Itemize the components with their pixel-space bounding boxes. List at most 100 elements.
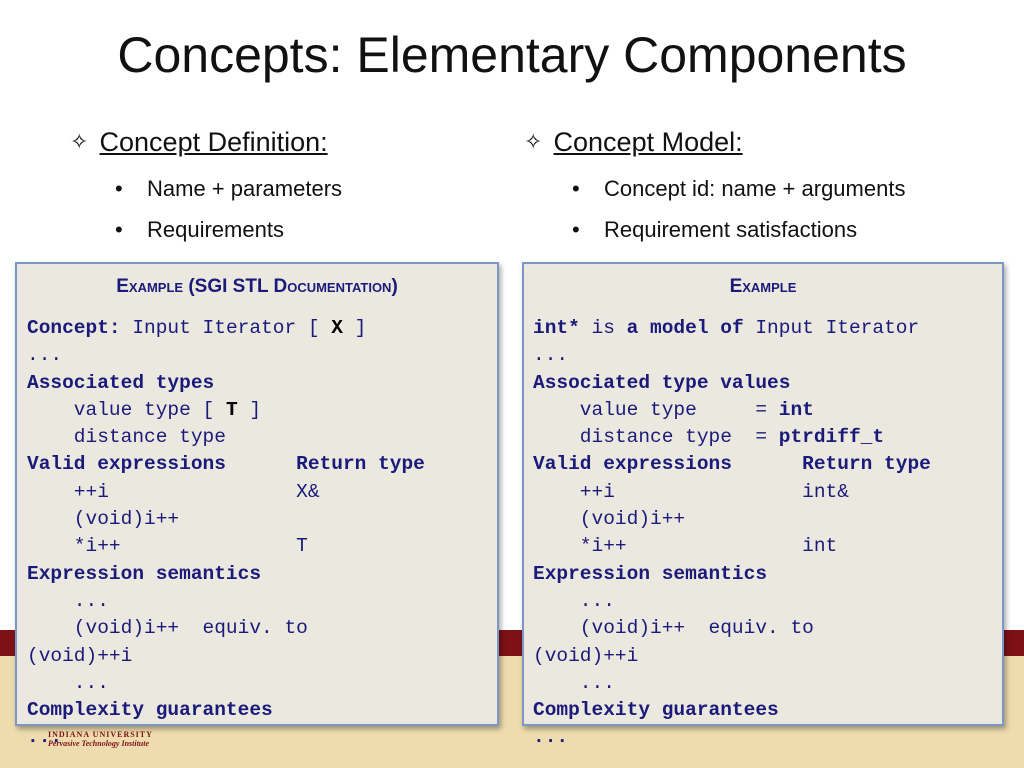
code-token: Valid expressions Return type	[27, 453, 425, 476]
right-bullet-2-text: Requirement satisfactions	[604, 217, 858, 242]
bullet-dot-icon: •	[115, 217, 123, 242]
code-token: ...	[533, 344, 569, 367]
code-token: value type [	[27, 398, 226, 421]
code-token: Complexity guarantees	[27, 699, 273, 722]
code-token: ...	[533, 671, 615, 694]
right-code-block: int* is a model of Input Iterator... Asso…	[533, 315, 931, 752]
code-line: ...	[533, 342, 931, 369]
code-line: ...	[533, 588, 931, 615]
code-token: Expression semantics	[27, 562, 262, 585]
code-line: int* is a model of Input Iterator	[533, 315, 931, 342]
code-token: Input Iterator [	[120, 317, 332, 339]
code-line: distance type	[27, 424, 425, 451]
footer-logo-line1: INDIANA UNIVERSITY	[48, 730, 153, 739]
code-token: ...	[27, 671, 109, 694]
code-token: X	[331, 317, 343, 339]
code-line: value type = int	[533, 397, 931, 424]
code-token: (void)i++	[533, 508, 686, 531]
bullet-dot-icon: •	[115, 176, 123, 201]
four-point-star-icon: ✧	[70, 129, 89, 154]
right-example-box: Example	[522, 262, 1004, 726]
left-bullet-1-text: Name + parameters	[147, 176, 343, 201]
code-token: (void)i++ equiv. to	[533, 617, 814, 640]
code-line: ...	[533, 670, 931, 697]
left-bullet-1: • Name + parameters	[115, 176, 342, 202]
code-token: distance type	[27, 426, 226, 449]
code-token: *i++ T	[27, 535, 308, 558]
left-example-title: Example (SGI STL Documentation)	[116, 276, 398, 297]
code-token: ]	[342, 317, 367, 339]
right-bullet-1-text: Concept id: name + arguments	[604, 176, 906, 201]
code-token: ...	[27, 344, 63, 367]
right-heading-text: Concept Model:	[553, 127, 743, 157]
code-token: T	[225, 398, 238, 421]
right-example-title: Example	[729, 276, 797, 297]
code-token: ...	[533, 726, 569, 749]
code-line: Valid expressions Return type	[27, 451, 425, 478]
code-line: ...	[533, 724, 931, 751]
code-token: Complexity guarantees	[533, 699, 779, 722]
code-line: Valid expressions Return type	[533, 451, 931, 478]
footer-logo: INDIANA UNIVERSITY Pervasive Technology …	[48, 730, 153, 748]
code-line: (void)i++	[533, 506, 931, 533]
code-line: distance type = ptrdiff_t	[533, 424, 931, 451]
code-token: Expression semantics	[533, 562, 768, 585]
code-line: Expression semantics	[533, 561, 931, 588]
code-token: Associated type values	[533, 371, 791, 394]
slide-title: Concepts: Elementary Components	[117, 27, 907, 83]
four-point-star-icon: ✧	[524, 129, 543, 154]
code-line: (void)i++	[27, 506, 425, 533]
code-token: ...	[27, 726, 63, 749]
code-line: ...	[27, 670, 425, 697]
code-line: value type [ T ]	[27, 397, 425, 424]
code-line: Complexity guarantees	[27, 697, 425, 724]
code-token: ++i X&	[27, 480, 320, 503]
code-line: Expression semantics	[27, 561, 425, 588]
code-token: distance type =	[533, 426, 779, 449]
code-token: (void)++i	[27, 644, 133, 667]
code-line: Associated type values	[533, 370, 931, 397]
left-bullet-2: • Requirements	[115, 217, 284, 243]
code-line: Complexity guarantees	[533, 697, 931, 724]
left-heading-text: Concept Definition:	[99, 127, 328, 157]
code-token: ...	[27, 589, 109, 612]
code-token: ++i int&	[533, 480, 849, 503]
code-token: int*	[533, 317, 580, 339]
left-bullet-2-text: Requirements	[147, 217, 284, 242]
code-line: (void)++i	[27, 643, 425, 670]
code-token: Input Iterator	[743, 317, 920, 339]
code-token: value type =	[533, 398, 779, 421]
code-token: is	[579, 317, 627, 339]
code-token: (void)++i	[533, 644, 639, 667]
code-line: ++i int&	[533, 479, 931, 506]
code-line: ...	[27, 342, 425, 369]
code-token: int	[778, 398, 814, 421]
code-line: Concept: Input Iterator [ X ]	[27, 315, 425, 342]
bullet-dot-icon: •	[572, 176, 580, 201]
code-token: (void)i++ equiv. to	[27, 617, 308, 640]
code-line: ...	[27, 588, 425, 615]
right-heading: ✧ Concept Model:	[524, 127, 743, 158]
code-token: a model of	[626, 317, 744, 339]
code-line: Associated types	[27, 370, 425, 397]
left-code-block: Concept: Input Iterator [ X ]... Associat…	[27, 315, 425, 752]
code-token: Associated types	[27, 371, 215, 394]
code-line: ...	[27, 724, 425, 751]
code-token: Valid expressions Return type	[533, 453, 931, 476]
right-bullet-1: • Concept id: name + arguments	[572, 176, 905, 202]
code-token: (void)i++	[27, 508, 180, 531]
code-line: ++i X&	[27, 479, 425, 506]
code-line: *i++ T	[27, 533, 425, 560]
code-token: ...	[533, 589, 615, 612]
code-token: Concept:	[27, 317, 121, 339]
code-line: (void)i++ equiv. to	[27, 615, 425, 642]
footer-logo-line2: Pervasive Technology Institute	[48, 739, 150, 748]
code-token: ptrdiff_t	[778, 426, 885, 449]
bullet-dot-icon: •	[572, 217, 580, 242]
code-token: ]	[237, 398, 262, 421]
left-example-box: Example (SGI STL Documentation)	[15, 262, 499, 726]
code-line: (void)i++ equiv. to	[533, 615, 931, 642]
left-heading: ✧ Concept Definition:	[70, 127, 328, 158]
code-line: (void)++i	[533, 643, 931, 670]
right-bullet-2: • Requirement satisfactions	[572, 217, 857, 243]
